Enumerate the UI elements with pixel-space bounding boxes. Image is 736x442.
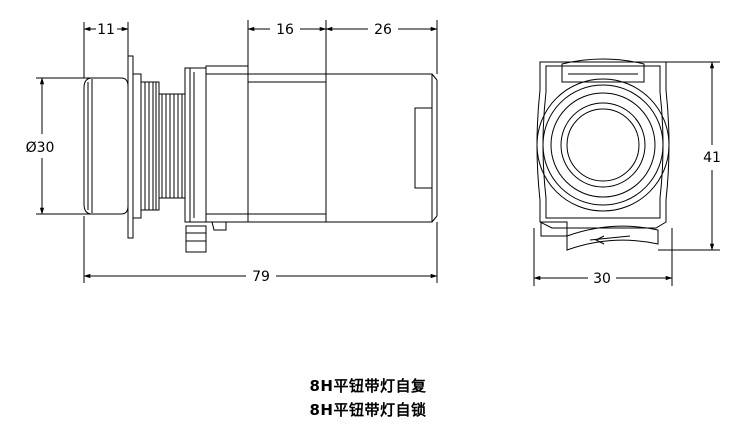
caption-momentary: 8H平钮带灯自复 xyxy=(309,377,427,395)
lens-inner-ring xyxy=(560,102,646,188)
dim-label-head-diameter: Ø30 xyxy=(26,140,55,156)
front-view xyxy=(536,58,670,251)
front-housing xyxy=(536,61,670,229)
mounting-flange xyxy=(127,55,134,239)
dimension-bezel-depth xyxy=(83,22,129,78)
body-main xyxy=(247,73,327,223)
top-shroud xyxy=(561,58,645,83)
caption-latching: 8H平钮带灯自锁 xyxy=(309,401,427,419)
lens-outer-ring xyxy=(536,78,670,212)
button-head xyxy=(83,77,129,215)
dim-label-body-front: 16 xyxy=(276,22,294,38)
rear-module xyxy=(325,73,433,223)
dimension-total-length xyxy=(83,216,438,283)
ring-knurl xyxy=(144,82,157,210)
dimension-width xyxy=(533,228,673,286)
dim-label-body-rear: 26 xyxy=(374,22,392,38)
mounting-nut xyxy=(184,67,207,223)
threads xyxy=(161,94,183,198)
dim-label-bezel-depth: 11 xyxy=(97,22,115,38)
bezel-ring xyxy=(132,73,142,219)
dimension-head-diameter xyxy=(36,77,92,215)
dimension-body xyxy=(247,20,438,74)
threaded-barrel xyxy=(158,93,186,199)
dim-label-height: 41 xyxy=(703,150,721,166)
connector xyxy=(185,225,207,253)
side-view xyxy=(83,55,438,253)
bottom-lever xyxy=(566,225,659,251)
bottom-connector xyxy=(540,221,568,237)
dim-label-width: 30 xyxy=(593,271,611,287)
dimension-height xyxy=(658,61,720,251)
dim-label-total-length: 79 xyxy=(252,269,270,285)
body-front-block xyxy=(205,65,249,223)
